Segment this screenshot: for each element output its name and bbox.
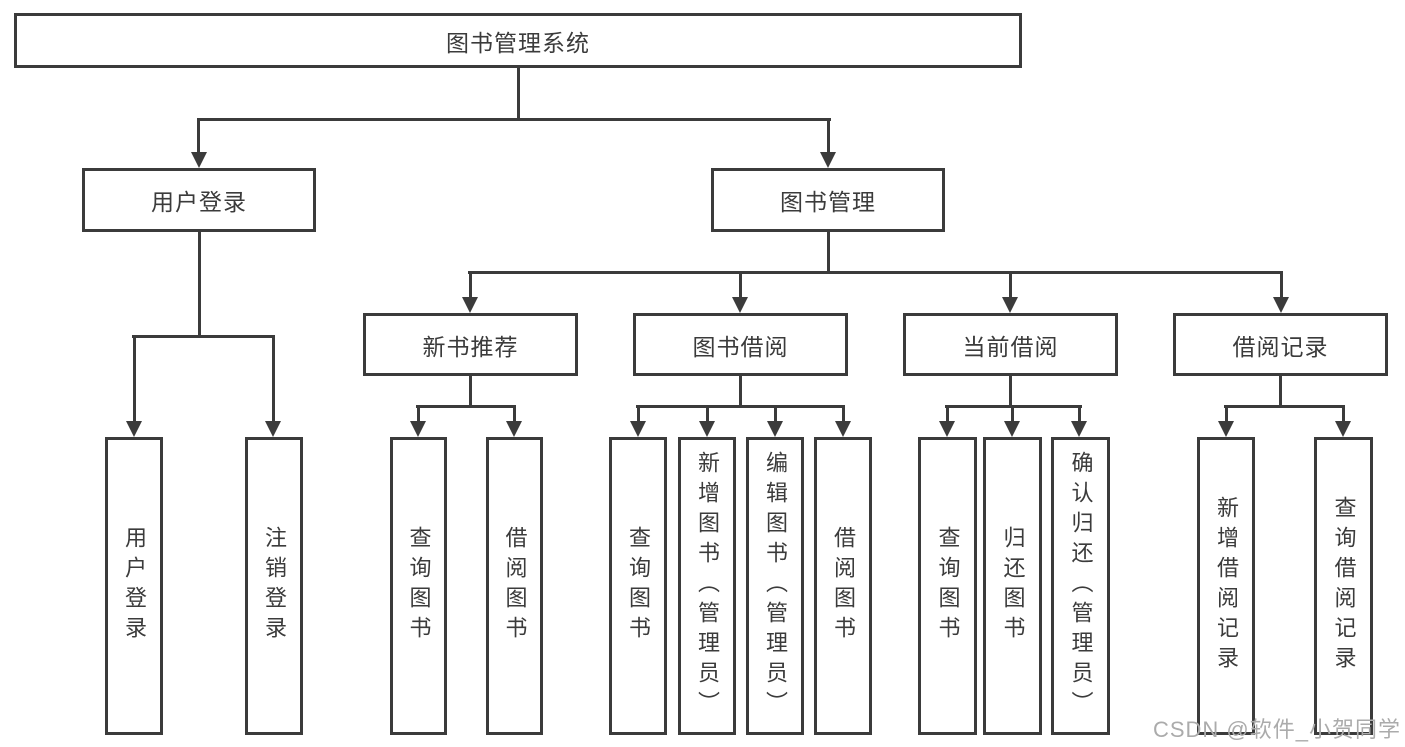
leaf-label: 归还图书 [1000,526,1026,646]
leaf-current-confirm-return-admin: 确认归还（管理员） [1051,437,1110,735]
connector-group1-trunk [739,376,742,407]
connector-group1-leaf3 [842,405,845,423]
arrowhead-down-icon [630,421,646,437]
node-user-login-branch: 用户登录 [82,168,316,232]
connector-group3-leaf1 [1342,405,1345,423]
leaf-borrow-add-books-admin: 新增图书（管理员） [678,437,736,735]
connector-group0-leaf0 [417,405,420,423]
connector-group0-bar [416,405,516,408]
connector-to-group-records [1280,271,1283,299]
node-group-book-borrow: 图书借阅 [633,313,848,376]
arrowhead-down-icon [767,421,783,437]
leaf-label: 查询图书 [406,526,432,646]
leaf-newbooks-borrow-books: 借阅图书 [486,437,543,735]
connector-group2-leaf0 [946,405,949,423]
node-group-borrow-records-label: 借阅记录 [1232,333,1329,360]
node-group-book-borrow-label: 图书借阅 [692,333,789,360]
leaf-borrow-edit-books-admin: 编辑图书（管理员） [746,437,804,735]
connector-to-group-new-books [469,271,472,299]
connector-book-bar [468,271,1282,274]
connector-group1-bar [636,405,845,408]
arrowhead-down-icon [506,421,522,437]
leaf-current-query-books: 查询图书 [918,437,977,735]
leaf-user-login: 用户登录 [105,437,163,735]
node-group-current-borrow-label: 当前借阅 [962,333,1059,360]
connector-user-trunk [198,232,201,335]
connector-root-trunk [517,68,520,120]
node-group-new-books: 新书推荐 [363,313,578,376]
arrowhead-down-icon [820,152,836,168]
node-group-current-borrow: 当前借阅 [903,313,1118,376]
node-group-new-books-label: 新书推荐 [422,333,519,360]
connector-to-group-current [1009,271,1012,299]
leaf-borrow-borrow-books: 借阅图书 [814,437,872,735]
leaf-label: 确认归还（管理员） [1068,451,1094,721]
arrowhead-down-icon [1218,421,1234,437]
connector-group2-leaf2 [1078,405,1081,423]
leaf-logout: 注销登录 [245,437,303,735]
arrowhead-down-icon [126,421,142,437]
leaf-label: 新增图书（管理员） [695,451,720,721]
node-root-library-system: 图书管理系统 [14,13,1022,68]
leaf-label: 查询借阅记录 [1331,496,1357,676]
connector-group3-leaf0 [1225,405,1228,423]
arrowhead-down-icon [1002,297,1018,313]
leaf-label: 新增借阅记录 [1214,496,1239,676]
node-user-login-label: 用户登录 [151,189,247,215]
connector-group2-trunk [1009,376,1012,407]
leaf-borrow-query-books: 查询图书 [609,437,667,735]
arrowhead-down-icon [1273,297,1289,313]
arrowhead-down-icon [1335,421,1351,437]
arrowhead-down-icon [1071,421,1087,437]
connector-to-book-mgmt [827,118,830,154]
leaf-newbooks-query-books: 查询图书 [390,437,447,735]
leaf-label: 查询图书 [935,526,961,646]
connector-book-trunk [827,232,830,273]
arrowhead-down-icon [699,421,715,437]
arrowhead-down-icon [191,152,207,168]
arrowhead-down-icon [462,297,478,313]
node-book-mgmt-label: 图书管理 [780,189,876,215]
connector-group2-leaf1 [1011,405,1014,423]
leaf-records-query-record: 查询借阅记录 [1314,437,1373,735]
node-root-label: 图书管理系统 [446,29,590,56]
connector-to-leaf-login [133,335,136,422]
connector-group3-trunk [1279,376,1282,407]
arrowhead-down-icon [939,421,955,437]
connector-group3-bar [1224,405,1345,408]
arrowhead-down-icon [410,421,426,437]
arrowhead-down-icon [1004,421,1020,437]
leaf-label: 用户登录 [122,526,147,646]
connector-to-group-borrow [739,271,742,299]
arrowhead-down-icon [265,421,281,437]
node-group-borrow-records: 借阅记录 [1173,313,1388,376]
leaf-label: 借阅图书 [502,526,528,646]
leaf-label: 查询图书 [626,526,651,646]
connector-group1-leaf2 [774,405,777,423]
csdn-watermark: CSDN @软件_小贺同学 [1152,717,1401,742]
connector-group1-leaf0 [637,405,640,423]
leaf-records-add-record: 新增借阅记录 [1197,437,1255,735]
connector-group0-leaf1 [513,405,516,423]
connector-group0-trunk [469,376,472,407]
leaf-label: 借阅图书 [831,526,856,646]
connector-user-bar [132,335,275,338]
node-book-mgmt-branch: 图书管理 [711,168,945,232]
arrowhead-down-icon [835,421,851,437]
arrowhead-down-icon [732,297,748,313]
leaf-label: 编辑图书（管理员） [763,451,788,721]
connector-to-leaf-logout [272,335,275,422]
connector-root-bar [197,118,831,121]
leaf-label: 注销登录 [262,526,287,646]
leaf-current-return-books: 归还图书 [983,437,1042,735]
connector-group1-leaf1 [706,405,709,423]
connector-to-user-login [197,118,200,154]
